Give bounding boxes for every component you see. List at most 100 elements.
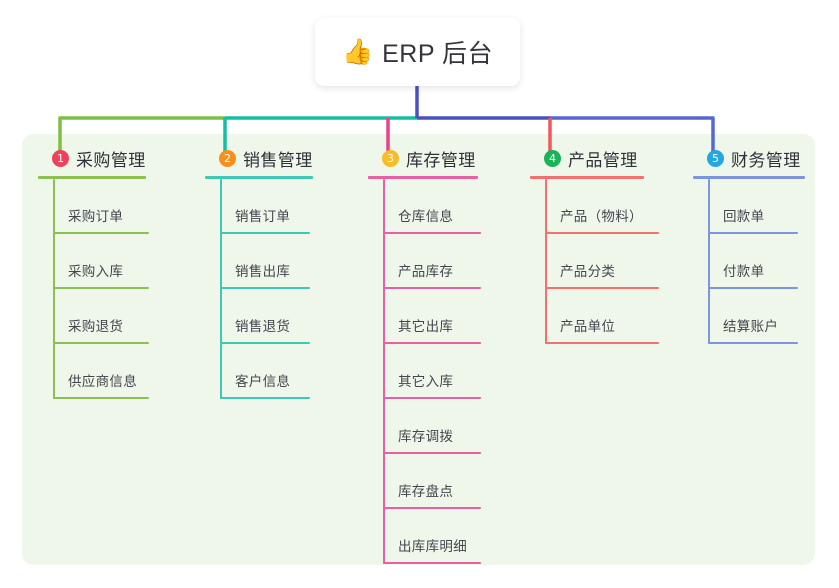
branch-child-item[interactable]: 其它出库: [368, 289, 481, 344]
branch-label: 库存管理: [406, 150, 476, 170]
branch-header-3[interactable]: 3 库存管理: [368, 146, 478, 170]
branch-child-item[interactable]: 客户信息: [205, 344, 313, 399]
branch-child-item[interactable]: 仓库信息: [368, 179, 481, 234]
branch-label: 产品管理: [568, 150, 638, 170]
branch-child-label: 采购入库: [68, 264, 124, 279]
branch-child-rule: [708, 287, 798, 289]
branch-child-rule: [383, 287, 481, 289]
branch-child-label: 产品（物料）: [560, 209, 643, 224]
branch-child-item[interactable]: 其它入库: [368, 344, 481, 399]
branch-child-rule: [545, 342, 659, 344]
branch-spine: [53, 179, 55, 399]
branch-underline: [530, 176, 644, 179]
branch-child-label: 销售订单: [235, 209, 291, 224]
branch-child-rule: [708, 232, 798, 234]
branch-child-item[interactable]: 销售出库: [205, 234, 313, 289]
branch-children: 采购订单采购入库采购退货供应商信息: [38, 179, 149, 399]
branch-child-label: 产品库存: [398, 264, 454, 279]
branch-number-badge: 1: [52, 149, 69, 167]
branch-child-item[interactable]: 销售退货: [205, 289, 313, 344]
branch-child-item[interactable]: 结算账户: [693, 289, 805, 344]
branch-child-label: 回款单: [723, 209, 765, 224]
branch-child-rule: [383, 452, 481, 454]
branch-child-item[interactable]: 采购入库: [38, 234, 149, 289]
branch-child-item[interactable]: 回款单: [693, 179, 805, 234]
thumbs-up-icon: 👍: [341, 37, 374, 66]
branch-child-label: 客户信息: [235, 374, 291, 389]
root-node-label: ERP 后台: [382, 40, 494, 68]
branch-column-3: 3 库存管理仓库信息产品库存其它出库其它入库库存调拨库存盘点出库库明细: [368, 146, 481, 564]
branch-child-item[interactable]: 产品分类: [530, 234, 659, 289]
branch-column-4: 4 产品管理产品（物料） 产品分类产品单位: [530, 146, 659, 344]
branch-child-rule: [545, 232, 659, 234]
branch-child-rule: [53, 397, 149, 399]
branch-number-badge: 5: [707, 149, 724, 167]
branch-label: 采购管理: [76, 150, 146, 170]
branch-children: 产品（物料） 产品分类产品单位: [530, 179, 659, 344]
branch-child-item[interactable]: 库存调拨: [368, 399, 481, 454]
branch-child-rule: [545, 287, 659, 289]
branch-child-item[interactable]: 库存盘点: [368, 454, 481, 509]
branch-spine: [545, 179, 547, 344]
branch-underline: [205, 176, 313, 179]
branch-child-rule: [220, 397, 310, 399]
branch-child-item[interactable]: 出库库明细: [368, 509, 481, 564]
branch-child-rule: [708, 342, 798, 344]
branch-header-1[interactable]: 1 采购管理: [38, 146, 146, 170]
branch-child-rule: [383, 562, 481, 564]
branch-header-5[interactable]: 5 财务管理: [693, 146, 805, 170]
branch-underline: [693, 176, 805, 179]
root-node-card[interactable]: 👍 ERP 后台: [315, 18, 520, 86]
branch-label: 财务管理: [731, 150, 801, 170]
branch-child-label: 库存调拨: [398, 429, 454, 444]
branch-child-rule: [53, 232, 149, 234]
branch-child-rule: [383, 232, 481, 234]
branch-children: 仓库信息产品库存其它出库其它入库库存调拨库存盘点出库库明细: [368, 179, 481, 564]
branch-child-label: 付款单: [723, 264, 765, 279]
branch-child-item[interactable]: 供应商信息: [38, 344, 149, 399]
branch-child-rule: [220, 342, 310, 344]
branch-child-label: 产品单位: [560, 319, 616, 334]
branch-child-rule: [53, 342, 149, 344]
branch-child-item[interactable]: 产品库存: [368, 234, 481, 289]
branch-spine: [220, 179, 222, 399]
branch-column-5: 5 财务管理回款单付款单结算账户: [693, 146, 805, 344]
branch-child-rule: [53, 287, 149, 289]
branch-child-label: 销售出库: [235, 264, 291, 279]
branch-child-item[interactable]: 产品（物料）: [530, 179, 659, 234]
branch-number-badge: 3: [382, 149, 399, 167]
branch-child-rule: [220, 232, 310, 234]
branch-child-item[interactable]: 采购订单: [38, 179, 149, 234]
branch-child-label: 采购订单: [68, 209, 124, 224]
branch-column-2: 2 销售管理销售订单销售出库销售退货客户信息: [205, 146, 313, 399]
branch-spine: [383, 179, 385, 564]
branch-child-item[interactable]: 销售订单: [205, 179, 313, 234]
branch-header-2[interactable]: 2 销售管理: [205, 146, 313, 170]
branch-number-badge: 4: [544, 149, 561, 167]
branch-child-label: 其它出库: [398, 319, 454, 334]
branch-child-rule: [383, 342, 481, 344]
branch-child-label: 出库库明细: [398, 539, 467, 554]
branch-column-1: 1 采购管理采购订单采购入库采购退货供应商信息: [38, 146, 149, 399]
branch-child-item[interactable]: 付款单: [693, 234, 805, 289]
branch-underline: [368, 176, 478, 179]
branch-child-rule: [220, 287, 310, 289]
branch-child-rule: [383, 507, 481, 509]
branch-child-item[interactable]: 产品单位: [530, 289, 659, 344]
branch-child-label: 仓库信息: [398, 209, 454, 224]
branch-child-item[interactable]: 采购退货: [38, 289, 149, 344]
branch-children: 回款单付款单结算账户: [693, 179, 805, 344]
branch-children: 销售订单销售出库销售退货客户信息: [205, 179, 313, 399]
branch-child-rule: [383, 397, 481, 399]
diagram-backdrop-panel: [22, 134, 815, 565]
branch-child-label: 其它入库: [398, 374, 454, 389]
branch-number-badge: 2: [219, 149, 236, 167]
branch-child-label: 销售退货: [235, 319, 291, 334]
branch-spine: [708, 179, 710, 344]
branch-child-label: 供应商信息: [68, 374, 137, 389]
branch-label: 销售管理: [243, 150, 313, 170]
branch-child-label: 采购退货: [68, 319, 124, 334]
branch-header-4[interactable]: 4 产品管理: [530, 146, 644, 170]
branch-child-label: 产品分类: [560, 264, 616, 279]
